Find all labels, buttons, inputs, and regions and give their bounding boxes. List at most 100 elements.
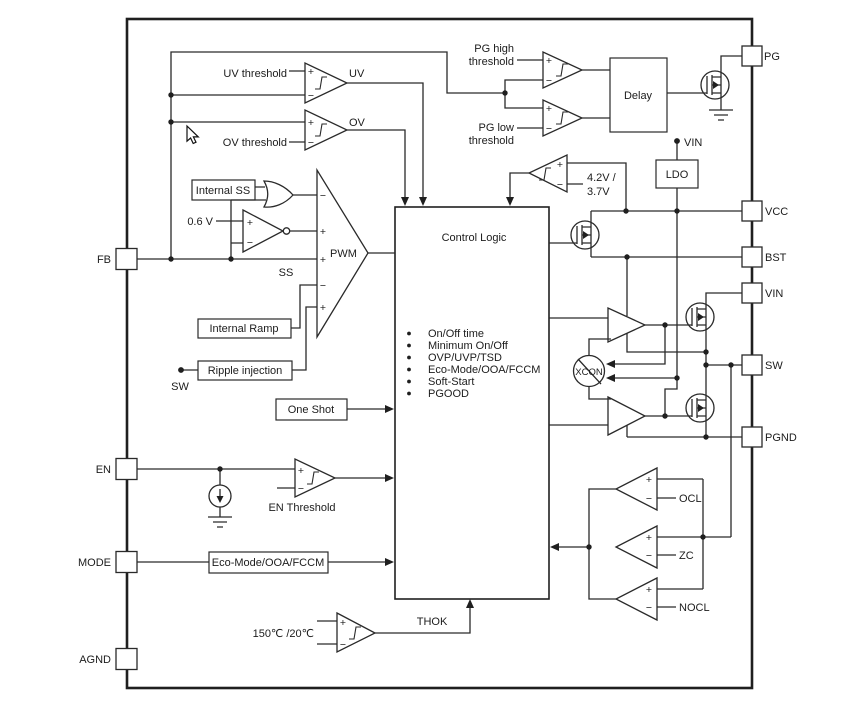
down-arrow-icon (216, 496, 224, 503)
hysteresis-icon (556, 63, 568, 77)
uv-threshold-label: UV threshold (223, 68, 287, 80)
bullet-icon (407, 343, 411, 348)
hysteresis-icon (539, 167, 551, 181)
pin-label-sw: SW (765, 360, 783, 372)
pin-label-en: EN (96, 464, 111, 476)
en-threshold-label: EN Threshold (268, 502, 335, 514)
svg-text:−: − (320, 190, 326, 202)
en-comparator (294, 457, 337, 499)
pg-ground-icon (709, 109, 733, 121)
wires (137, 51, 742, 645)
ocl-label: OCL (679, 493, 702, 505)
xcon-label: XCON (575, 367, 603, 378)
pg-high-threshold-label-2: threshold (469, 56, 514, 68)
thok-arrow (466, 599, 474, 608)
pin-bst: BST (741, 246, 787, 268)
svg-text:−: − (546, 75, 552, 87)
svg-text:+: + (340, 617, 346, 629)
svg-text:+: + (247, 217, 253, 229)
bst-switch-mosfet (570, 220, 600, 250)
hysteresis-icon (315, 123, 327, 137)
hysteresis-icon (556, 111, 568, 125)
svg-text:−: − (340, 639, 346, 651)
pg-high-threshold-label-1: PG high (474, 43, 514, 55)
ov-signal-label: OV (349, 117, 366, 129)
pin-fb: FB (97, 247, 138, 271)
bullet-icon (407, 391, 411, 396)
bullet-item: Soft-Start (428, 376, 474, 388)
bullet-item: Eco-Mode/OOA/FCCM (428, 364, 540, 376)
vin-node-label: VIN (684, 137, 702, 149)
pg-low-threshold-label-1: PG low (479, 122, 515, 134)
pin-label-vin: VIN (765, 288, 783, 300)
xcon-wires (588, 211, 678, 416)
pin-pgnd: PGND (741, 426, 797, 448)
ocl-comparator (614, 466, 658, 512)
temp-comparator (336, 611, 377, 654)
temp-threshold-label: 150℃ /20℃ (253, 628, 314, 640)
thok-signal-label: THOK (417, 616, 448, 628)
internal-ss-box (191, 179, 256, 201)
control-logic-title: Control Logic (442, 232, 507, 244)
pin-label-vcc: VCC (765, 206, 788, 218)
svg-text:−: − (646, 493, 652, 505)
delay-label: Delay (624, 90, 653, 102)
uv-comparator (304, 61, 349, 105)
threshold-stubs (289, 59, 543, 143)
svg-text:+: + (320, 226, 326, 238)
pin-sw: SW (741, 354, 783, 376)
eco-mode-label: Eco-Mode/OOA/FCCM (212, 557, 324, 569)
pin-mode: MODE (78, 550, 138, 574)
arrowheads (385, 197, 615, 608)
bullet-item: PGOOD (428, 388, 469, 400)
output-bubble (282, 227, 291, 235)
driver-wires (549, 317, 706, 437)
bullet-item: On/Off time (428, 328, 484, 340)
svg-text:+: + (320, 254, 326, 266)
bullet-item: Minimum On/Off (428, 340, 509, 352)
pg-mosfet-wires (720, 55, 742, 110)
pin-pg: PG (741, 45, 780, 67)
pin-vin: VIN (741, 282, 783, 304)
xcon-block (572, 354, 606, 388)
hysteresis-icon (349, 626, 361, 640)
junction-dots (168, 90, 734, 550)
fb-net (137, 51, 543, 260)
svg-text:−: − (646, 550, 652, 562)
pin-label-agnd: AGND (79, 654, 111, 666)
en-wires (137, 468, 388, 517)
mosfet-arrow-icon (698, 313, 704, 321)
svg-text:−: − (557, 179, 563, 191)
mouse-cursor (186, 124, 200, 145)
control-logic-bullets: On/Off time Minimum On/Off OVP/UVP/TSD E… (407, 328, 540, 400)
svg-text:+: + (546, 55, 552, 67)
en-ground-icon (208, 516, 232, 528)
pg-low-threshold-label-2: threshold (469, 135, 514, 147)
pin-label-mode: MODE (78, 557, 111, 569)
sw-signal-label: SW (171, 381, 189, 393)
svg-text:+: + (308, 66, 314, 78)
uv-signal-label: UV (349, 68, 365, 80)
delay-box (609, 57, 668, 133)
svg-text:−: − (308, 90, 314, 102)
one-shot-label: One Shot (288, 404, 334, 416)
control-logic-block (394, 206, 550, 600)
svg-text:+: + (308, 117, 314, 129)
svg-text:+: + (557, 159, 563, 171)
pin-vcc: VCC (741, 200, 788, 222)
bullet-icon (407, 355, 411, 360)
pin-en: EN (96, 457, 138, 481)
uvlo-arrow (506, 197, 514, 206)
high-side-mosfet (685, 302, 715, 332)
svg-text:−: − (247, 237, 253, 249)
svg-text:+: + (646, 474, 652, 486)
internal-ramp-label: Internal Ramp (209, 323, 278, 335)
svg-text:+: + (546, 103, 552, 115)
sw-source-dot (178, 367, 184, 373)
pwm-comparator (316, 167, 369, 340)
pin-label-pg: PG (764, 51, 780, 63)
vref-label: 0.6 V (187, 216, 213, 228)
svg-text:−: − (646, 602, 652, 614)
comparator-signs: + − + − + − + − + − + − − + + − + + − + … (247, 55, 652, 651)
